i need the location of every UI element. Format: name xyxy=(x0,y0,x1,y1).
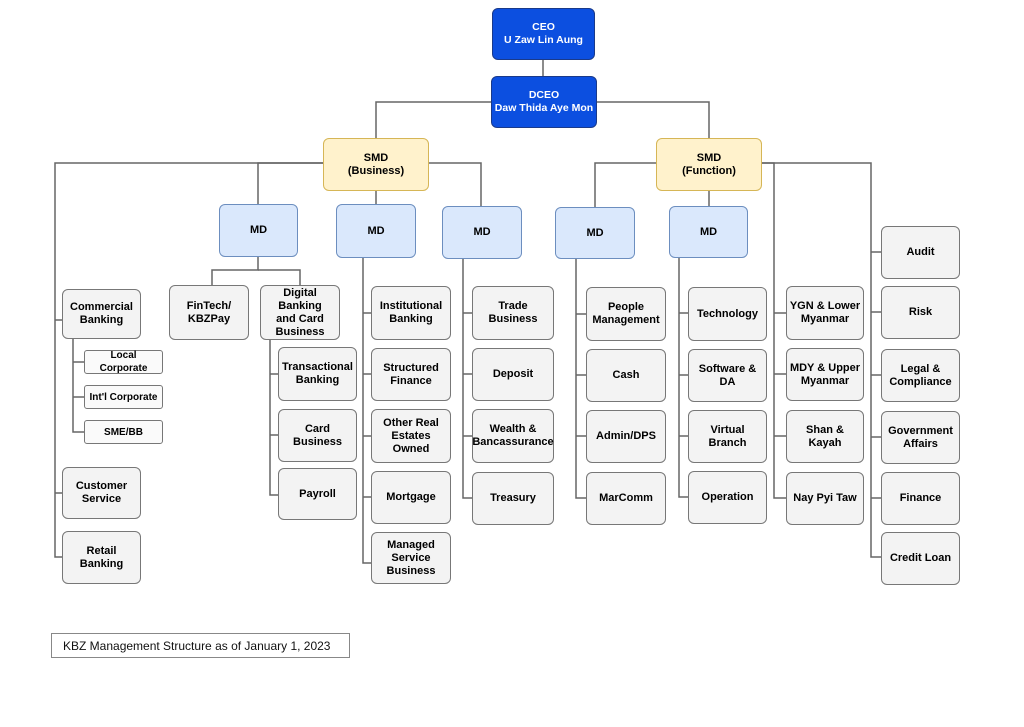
dceo-title: DCEO xyxy=(528,89,560,101)
smd-function-box: SMD (Function) xyxy=(656,138,762,191)
finance-box: Finance xyxy=(881,472,960,525)
government-affairs-box: Government Affairs xyxy=(881,411,960,464)
software-da-box: Software & DA xyxy=(688,349,767,402)
ceo-box: CEO U Zaw Lin Aung xyxy=(492,8,595,60)
wealth-bancassurance-box: Wealth & Bancassurance xyxy=(472,409,554,463)
retail-banking-box: Retail Banking xyxy=(62,531,141,584)
md-box-3: MD xyxy=(442,206,522,259)
deposit-box: Deposit xyxy=(472,348,554,401)
other-real-estates-box: Other Real Estates Owned xyxy=(371,409,451,463)
audit-box: Audit xyxy=(881,226,960,279)
risk-box: Risk xyxy=(881,286,960,339)
credit-loan-box: Credit Loan xyxy=(881,532,960,585)
fintech-kbzpay-box: FinTech/ KBZPay xyxy=(169,285,249,340)
virtual-branch-box: Virtual Branch xyxy=(688,410,767,463)
transactional-banking-box: Transactional Banking xyxy=(278,347,357,401)
intl-corporate-box: Int'l Corporate xyxy=(84,385,163,409)
treasury-box: Treasury xyxy=(472,472,554,525)
operation-box: Operation xyxy=(688,471,767,524)
local-corporate-box: Local Corporate xyxy=(84,350,163,374)
admin-dps-box: Admin/DPS xyxy=(586,410,666,463)
people-management-box: People Management xyxy=(586,287,666,341)
institutional-banking-box: Institutional Banking xyxy=(371,286,451,340)
trade-business-box: Trade Business xyxy=(472,286,554,340)
managed-service-box: Managed Service Business xyxy=(371,532,451,584)
smd-business-box: SMD (Business) xyxy=(323,138,429,191)
md-box-4: MD xyxy=(555,207,635,259)
sme-bb-box: SME/BB xyxy=(84,420,163,444)
dceo-box: DCEO Daw Thida Aye Mon xyxy=(491,76,597,128)
mdy-upper-myanmar-box: MDY & Upper Myanmar xyxy=(786,348,864,401)
md-box-5: MD xyxy=(669,206,748,258)
technology-box: Technology xyxy=(688,287,767,341)
md-box-1: MD xyxy=(219,204,298,257)
nay-pyi-taw-box: Nay Pyi Taw xyxy=(786,472,864,525)
structured-finance-box: Structured Finance xyxy=(371,348,451,401)
mortgage-box: Mortgage xyxy=(371,471,451,524)
diagram-caption: KBZ Management Structure as of January 1… xyxy=(51,633,350,658)
md-box-2: MD xyxy=(336,204,416,258)
ceo-name: U Zaw Lin Aung xyxy=(504,34,583,46)
shan-kayah-box: Shan & Kayah xyxy=(786,410,864,463)
card-business-box: Card Business xyxy=(278,409,357,462)
commercial-banking-box: Commercial Banking xyxy=(62,289,141,339)
marcomm-box: MarComm xyxy=(586,472,666,525)
ygn-lower-myanmar-box: YGN & Lower Myanmar xyxy=(786,286,864,340)
legal-compliance-box: Legal & Compliance xyxy=(881,349,960,402)
cash-box: Cash xyxy=(586,349,666,402)
payroll-box: Payroll xyxy=(278,468,357,520)
customer-service-box: Customer Service xyxy=(62,467,141,519)
ceo-title: CEO xyxy=(532,21,555,33)
digital-banking-box: Digital Banking and Card Business xyxy=(260,285,340,340)
dceo-name: Daw Thida Aye Mon xyxy=(494,102,594,114)
